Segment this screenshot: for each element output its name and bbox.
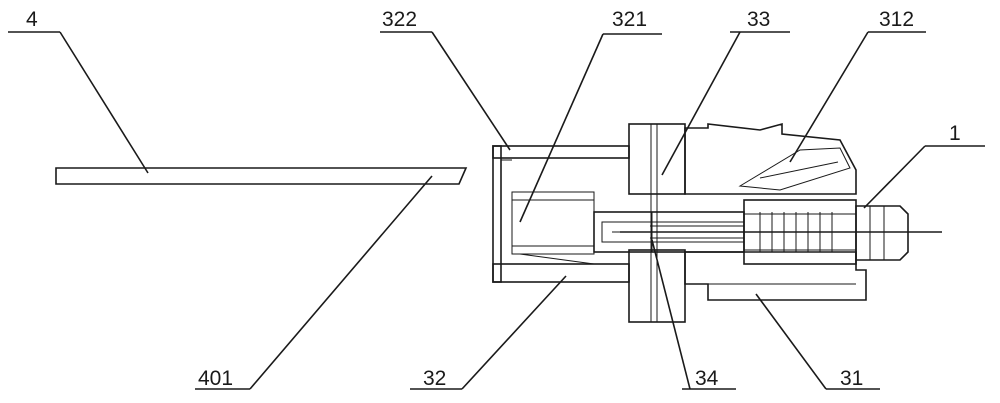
label-401: 401 <box>198 367 233 390</box>
leader-lines <box>8 31 985 390</box>
label-322: 322 <box>382 8 417 31</box>
plate-part-4 <box>55 167 468 185</box>
label-312: 312 <box>879 8 914 31</box>
label-33: 33 <box>747 8 770 31</box>
label-34: 34 <box>695 367 719 390</box>
label-321: 321 <box>612 8 647 31</box>
label-32: 32 <box>423 367 446 390</box>
flange-part-33 <box>628 123 686 323</box>
ferrule-part-1 <box>620 199 942 265</box>
label-1: 1 <box>949 122 961 145</box>
housing-part-32 <box>492 145 630 283</box>
label-4: 4 <box>26 8 38 31</box>
label-31: 31 <box>840 367 863 390</box>
